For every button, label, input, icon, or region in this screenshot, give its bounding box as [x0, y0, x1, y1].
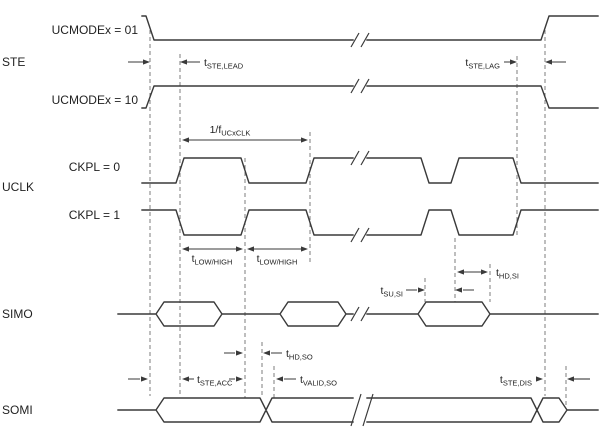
- t-hd-so-dimension: [224, 350, 282, 356]
- break-mark: [350, 227, 370, 243]
- uclk-ckpl0-trace: [141, 157, 599, 184]
- t-low-high-label-b: tLOW/HIGH: [257, 253, 298, 267]
- simo-trace: [117, 301, 599, 327]
- break-mark: [350, 32, 370, 48]
- arrowhead: [457, 269, 488, 275]
- t-su-si-dimension: [406, 287, 474, 293]
- ste-mode10-waveform: [141, 78, 599, 109]
- t-hd-so-label: tHD,SO: [286, 348, 313, 362]
- ste-mode01-waveform: [141, 15, 599, 48]
- arrowhead: [236, 350, 270, 356]
- break-mark: [350, 78, 370, 94]
- simo-waveform: [117, 301, 599, 327]
- t-ste-acc-dimension: [128, 376, 194, 382]
- t-low-high-dimensions: [182, 246, 308, 252]
- t-ste-lead-label: tSTE,LEAD: [204, 57, 244, 71]
- t-hd-si-dimension: [457, 269, 488, 275]
- ste-mode10-label: UCMODEx = 10: [52, 93, 139, 107]
- t-valid-so-label: tVALID,SO: [300, 374, 337, 388]
- break-mark: [350, 306, 370, 322]
- break-mark: [350, 393, 374, 427]
- t-su-si-label: tSU,SI: [380, 285, 403, 299]
- guide-lines: [149, 30, 567, 406]
- break-mark: [350, 150, 370, 166]
- t-ste-dis-label: tSTE,DIS: [500, 374, 532, 388]
- dashed-guides: [149, 30, 567, 406]
- t-ste-lag-dimension: [504, 59, 566, 65]
- uclk-period-dimension: [182, 137, 308, 143]
- somi-signal-label: SOMI: [2, 403, 33, 417]
- simo-signal-label: SIMO: [2, 307, 33, 321]
- t-low-high-label-a: tLOW/HIGH: [192, 253, 233, 267]
- uclk-ckpl1-label: CKPL = 1: [69, 208, 121, 222]
- t-ste-lead-dimension: [128, 59, 200, 65]
- uclk-signal-label: UCLK: [2, 180, 34, 194]
- uclk-period-label: 1/fUCxCLK: [210, 124, 251, 138]
- arrowhead: [510, 59, 552, 65]
- ste-signal-label: STE: [2, 55, 25, 69]
- t-ste-acc-label: tSTE,ACC: [197, 374, 233, 388]
- arrowhead: [536, 376, 574, 382]
- t-ste-dis-dimension: [536, 376, 590, 382]
- uclk-ckpl0-label: CKPL = 0: [69, 160, 121, 174]
- ste-mode01-trace: [141, 15, 599, 41]
- uclk-ckpl1-trace: [141, 209, 599, 236]
- somi-trace: [117, 397, 599, 423]
- ste-mode10-trace: [141, 85, 599, 109]
- uclk-ckpl1-waveform: [141, 209, 599, 243]
- t-hd-si-label: tHD,SI: [496, 267, 519, 281]
- uclk-ckpl0-waveform: [141, 150, 599, 184]
- arrowhead: [236, 376, 283, 382]
- arrowhead: [141, 376, 189, 382]
- t-ste-lag-label: tSTE,LAG: [465, 57, 500, 71]
- ste-mode01-label: UCMODEx = 01: [52, 23, 139, 37]
- t-valid-so-dimension: [229, 376, 296, 382]
- somi-waveform: [117, 393, 599, 427]
